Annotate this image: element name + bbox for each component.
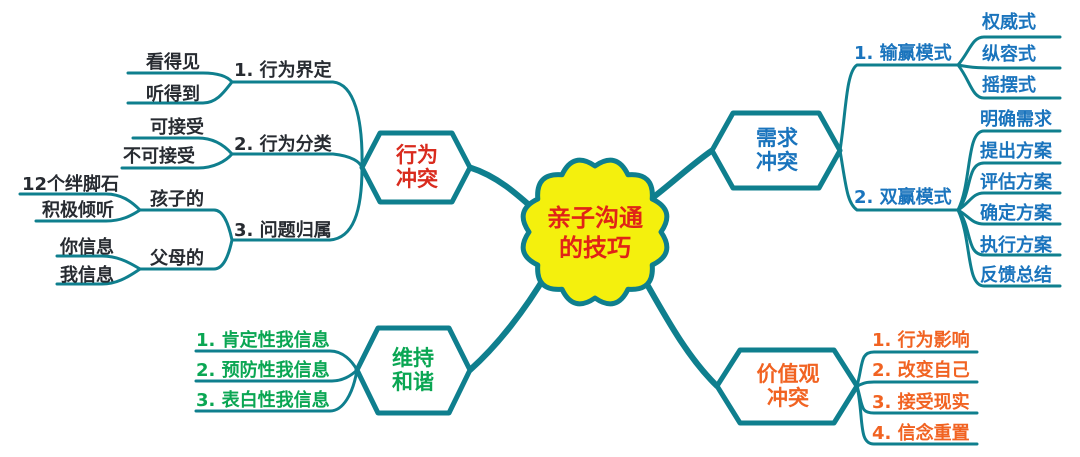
needs-conflict-hexagon[interactable] xyxy=(709,110,843,191)
item-change-yourself[interactable]: 2. 改变自己 xyxy=(872,360,970,381)
harmony-branch-lines xyxy=(194,349,359,413)
subitem-execute-solution[interactable]: 执行方案 xyxy=(980,235,1052,256)
item-win-lose-mode[interactable]: 1. 输赢模式 xyxy=(854,43,952,64)
subitem-parents[interactable]: 父母的 xyxy=(150,248,204,269)
topic-needs-conflict[interactable]: 需求冲突 xyxy=(756,126,798,175)
subitem-unacceptable[interactable]: 不可接受 xyxy=(123,146,195,167)
subitem-clarify-needs[interactable]: 明确需求 xyxy=(980,109,1052,130)
item-behavior-classification[interactable]: 2. 行为分类 xyxy=(234,134,332,155)
values-conflict-hexagon[interactable] xyxy=(714,347,860,426)
subitem-active-listening[interactable]: 积极倾听 xyxy=(42,200,114,221)
item-problem-ownership[interactable]: 3. 问题归属 xyxy=(234,220,332,241)
subitem-propose-solutions[interactable]: 提出方案 xyxy=(980,141,1052,162)
subitem-you-message[interactable]: 你信息 xyxy=(60,237,114,258)
item-accept-reality[interactable]: 3. 接受现实 xyxy=(872,392,970,413)
subitem-oscillating[interactable]: 摇摆式 xyxy=(982,75,1036,96)
subitem-childs[interactable]: 孩子的 xyxy=(150,189,204,210)
center-topic-cloud[interactable] xyxy=(520,157,670,307)
item-expressive-i-message[interactable]: 3. 表白性我信息 xyxy=(196,390,330,411)
harmony-hexagon[interactable] xyxy=(354,325,473,416)
subitem-i-message[interactable]: 我信息 xyxy=(60,265,114,286)
center-topic-label[interactable]: 亲子沟通的技巧 xyxy=(547,204,643,262)
behavior-branch-lines xyxy=(18,71,364,286)
topic-values-conflict[interactable]: 价值观冲突 xyxy=(756,362,820,411)
item-behavior-definition[interactable]: 1. 行为界定 xyxy=(234,60,332,81)
behavior-conflict-hexagon[interactable] xyxy=(359,130,473,205)
subitem-evaluate-solutions[interactable]: 评估方案 xyxy=(980,172,1052,193)
subitem-feedback-summary[interactable]: 反馈总结 xyxy=(980,265,1052,286)
subitem-12-roadblocks[interactable]: 12个绊脚石 xyxy=(22,174,120,195)
item-affirmative-i-message[interactable]: 1. 肯定性我信息 xyxy=(196,330,330,351)
topic-behavior-conflict[interactable]: 行为冲突 xyxy=(396,143,438,192)
subitem-decide-solution[interactable]: 确定方案 xyxy=(980,203,1052,224)
subitem-acceptable[interactable]: 可接受 xyxy=(150,117,204,138)
item-reset-beliefs[interactable]: 4. 信念重置 xyxy=(872,423,970,444)
topic-harmony[interactable]: 维持和谐 xyxy=(392,346,434,395)
item-win-win-mode[interactable]: 2. 双赢模式 xyxy=(854,187,952,208)
needs-branch-lines xyxy=(838,35,1062,288)
subitem-visible[interactable]: 看得见 xyxy=(146,52,200,73)
item-preventive-i-message[interactable]: 2. 预防性我信息 xyxy=(196,360,330,381)
subitem-audible[interactable]: 听得到 xyxy=(146,84,200,105)
item-behavior-influence[interactable]: 1. 行为影响 xyxy=(872,330,970,351)
subitem-authoritarian[interactable]: 权威式 xyxy=(982,12,1036,33)
subitem-permissive[interactable]: 纵容式 xyxy=(982,44,1036,65)
